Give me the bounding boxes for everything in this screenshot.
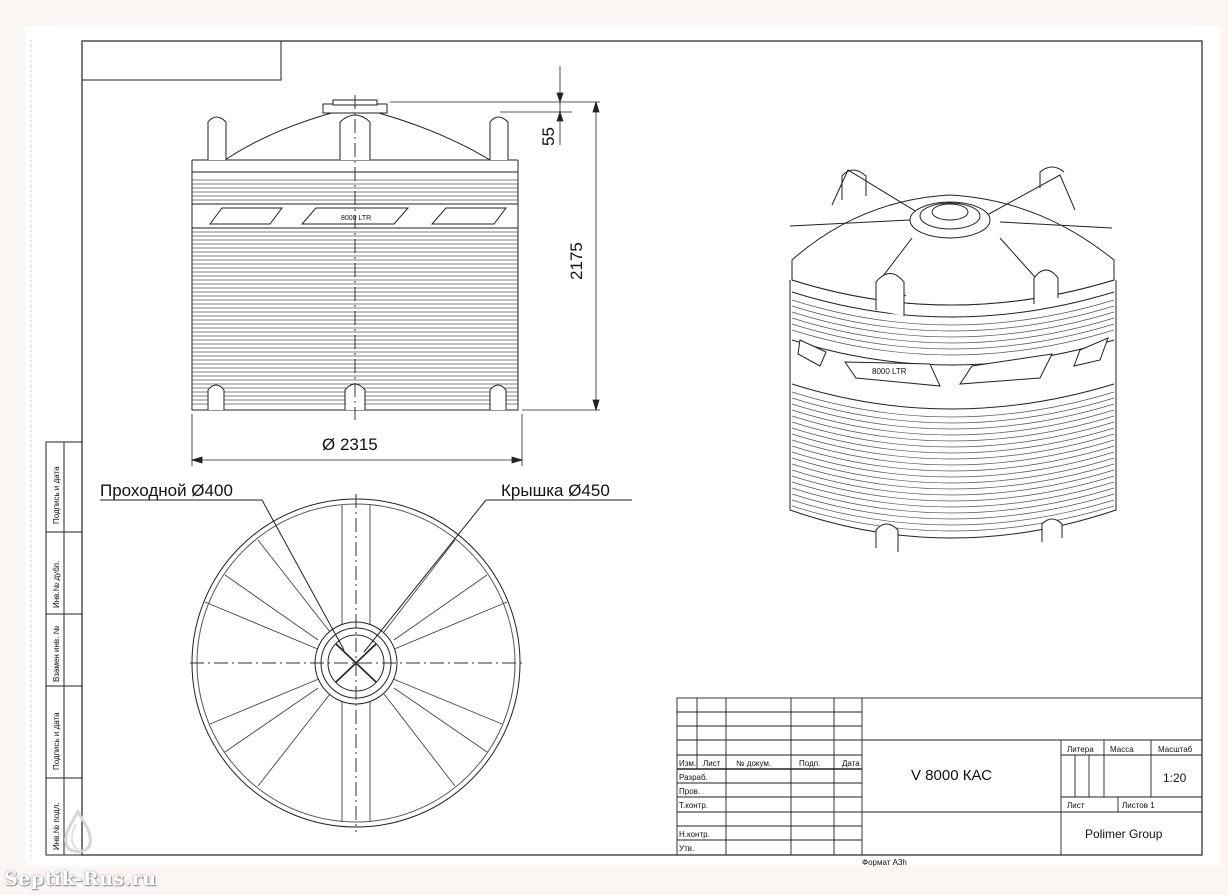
col-mass: Масса xyxy=(1110,745,1134,754)
tank-front-label: 8000 LTR xyxy=(341,215,371,222)
row-approved: Утв. xyxy=(679,844,694,853)
tank-front-view xyxy=(191,95,519,420)
format-label: Формат А3h xyxy=(862,858,907,867)
watermark-drop-icon xyxy=(64,809,92,853)
label-lid: Крышка Ø450 xyxy=(501,481,610,500)
side-stamp-dup-inv: Инв.№ дубл. xyxy=(52,561,61,608)
sheet-label: Лист xyxy=(1067,801,1085,810)
side-stamp-signature-1: Подпись и дата xyxy=(52,466,61,524)
header-sheet: Лист xyxy=(703,759,721,768)
front-dimensions xyxy=(190,66,600,466)
designation: V 8000 КАС xyxy=(911,767,992,784)
header-signature: Подп. xyxy=(799,759,820,768)
side-stamp-orig-inv: Инв.№ подл. xyxy=(52,802,61,850)
side-stamp xyxy=(45,441,83,856)
tank-iso-label: 8000 LTR xyxy=(872,367,907,376)
label-manhole: Проходной Ø400 xyxy=(100,481,233,500)
sheets-count: Листов 1 xyxy=(1122,801,1155,810)
row-developed: Разраб. xyxy=(679,773,708,782)
title-block-rows: Разраб. Пров. Т.контр. Н.контр. Утв. xyxy=(679,773,710,853)
title-block xyxy=(676,697,1203,856)
side-stamp-signature-2: Подпись и дата xyxy=(52,712,61,770)
title-block-headers: Изм. Лист № докум. Подп. Дата xyxy=(679,759,860,768)
side-stamp-replace-inv: Взамен инв. № xyxy=(52,625,61,682)
row-checked: Пров. xyxy=(679,787,700,796)
dim-top-gap: 55 xyxy=(539,127,558,146)
watermark-text: Septik-Rus.ru xyxy=(4,868,157,890)
row-norm-control: Н.контр. xyxy=(679,830,710,839)
company-name: Polimer Group xyxy=(1085,827,1163,841)
row-tech-control: Т.контр. xyxy=(679,801,708,810)
header-date: Дата xyxy=(842,759,860,768)
header-change: Изм. xyxy=(679,759,696,768)
paper xyxy=(25,26,1220,866)
col-litera: Литера xyxy=(1067,745,1094,754)
col-scale: Масштаб xyxy=(1158,745,1193,754)
dim-diameter: Ø 2315 xyxy=(322,435,378,454)
tank-isometric-view xyxy=(789,166,1117,552)
tank-top-view xyxy=(100,494,632,832)
header-doc-no: № докум. xyxy=(736,759,771,768)
top-left-box xyxy=(81,40,282,81)
scale-value: 1:20 xyxy=(1163,771,1187,785)
dim-height: 2175 xyxy=(567,242,586,280)
